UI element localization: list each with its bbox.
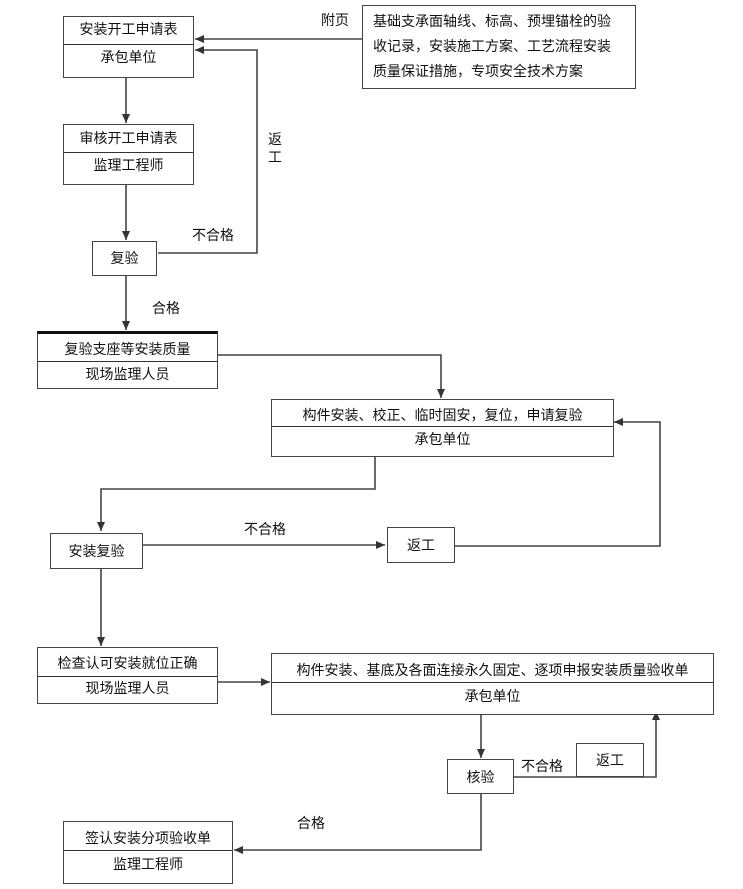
node-role: 承包单位 (464, 689, 521, 705)
arrow-verify-pass-to-sign-off (234, 793, 482, 854)
node-review[interactable]: 审核开工申请表 监理工程师 (63, 124, 194, 185)
node-check-confirm[interactable]: 检查认可安装就位正确 现场监理人员 (37, 647, 218, 704)
divider (38, 361, 217, 362)
divider (64, 152, 193, 153)
node-recheck[interactable]: 复验 (92, 241, 157, 276)
node-title: 构件安装、校正、临时固安，复位，申请复验 (302, 408, 583, 424)
node-role: 承包单位 (100, 50, 157, 66)
edge-label-fail-1: 不合格 (192, 228, 234, 244)
rework-char: 返 (268, 132, 282, 148)
attachment-note-box: 基础支承面轴线、标高、预埋锚栓的验 收记录，安装施工方案、工艺流程安装 质量保证… (362, 5, 636, 89)
edge-label-fail-2: 不合格 (244, 522, 286, 538)
divider (38, 676, 217, 677)
node-title: 核验 (466, 770, 495, 786)
divider (272, 426, 613, 427)
edge-label-rework-vertical: 返 工 (268, 131, 282, 167)
node-title: 审核开工申请表 (79, 131, 178, 147)
node-title: 返工 (596, 753, 624, 769)
attachment-label: 附页 (321, 13, 349, 29)
node-sign-off[interactable]: 签认安装分项验收单 监理工程师 (63, 821, 233, 884)
edge-label-pass-1: 合格 (152, 301, 180, 317)
arrow-support-to-install-temp (218, 354, 445, 398)
node-title: 返工 (407, 538, 435, 554)
attachment-line: 质量保证措施，专项安全技术方案 (373, 64, 583, 80)
node-apply[interactable]: 安装开工申请表 承包单位 (63, 16, 194, 78)
edge-label-fail-3: 不合格 (521, 759, 563, 775)
node-rework-2[interactable]: 返工 (576, 743, 644, 777)
node-title: 构件安装、基底及各面连接永久固定、逐项申报安装质量验收单 (296, 663, 689, 679)
arrow-install-temp-to-recheck (97, 456, 376, 531)
arrow-rework1-to-install-temp (455, 418, 661, 547)
node-recheck-support[interactable]: 复验支座等安装质量 现场监理人员 (37, 331, 218, 389)
attachment-line: 基础支承面轴线、标高、预埋锚栓的验 (373, 14, 611, 30)
rework-char: 工 (268, 150, 282, 166)
node-title: 安装开工申请表 (79, 22, 178, 38)
divider (64, 850, 232, 851)
node-install-temp[interactable]: 构件安装、校正、临时固安，复位，申请复验 承包单位 (271, 399, 614, 457)
node-title: 安装复验 (68, 544, 125, 560)
node-role: 现场监理人员 (85, 681, 170, 697)
node-role: 监理工程师 (93, 158, 164, 174)
divider (64, 44, 193, 45)
node-role: 承包单位 (414, 432, 471, 448)
node-rework-1[interactable]: 返工 (387, 527, 455, 563)
edge-label-pass-2: 合格 (297, 816, 325, 832)
arrow-recheck-fail-to-apply (158, 46, 258, 254)
arrow-verify-fail-to-install-perm (514, 711, 660, 778)
divider (272, 682, 713, 683)
node-role: 现场监理人员 (85, 367, 170, 383)
node-title: 复验支座等安装质量 (64, 342, 191, 358)
node-title: 复验 (110, 251, 139, 267)
node-install-perm[interactable]: 构件安装、基底及各面连接永久固定、逐项申报安装质量验收单 承包单位 (271, 653, 714, 715)
node-title: 签认安装分项验收单 (85, 831, 211, 847)
node-role: 监理工程师 (113, 857, 183, 873)
node-title: 检查认可安装就位正确 (57, 656, 198, 672)
node-verify[interactable]: 核验 (447, 759, 514, 794)
attachment-line: 收记录，安装施工方案、工艺流程安装 (373, 39, 611, 55)
node-install-recheck[interactable]: 安装复验 (50, 533, 143, 569)
